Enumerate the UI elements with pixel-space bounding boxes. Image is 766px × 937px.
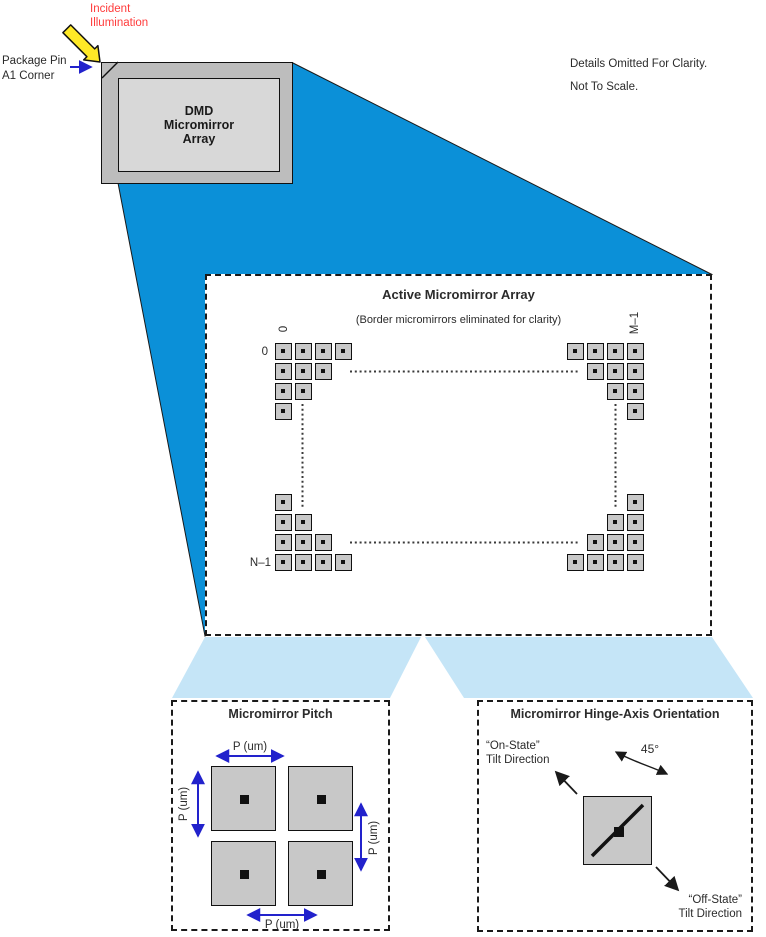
dmd-die: DMD Micromirror Array: [118, 78, 280, 172]
package-pin-label: Package Pin A1 Corner: [2, 54, 67, 84]
on-state-line2: Tilt Direction: [486, 753, 550, 766]
incident-line1: Incident: [90, 3, 131, 15]
off-state-line2: Tilt Direction: [678, 907, 742, 920]
incident-illumination-label: Incident Illumination: [90, 2, 148, 30]
off-state-label: “Off-State” Tilt Direction: [642, 894, 742, 921]
pitch-box-title: Micromirror Pitch: [228, 707, 333, 721]
row-index-top: 0: [261, 346, 268, 358]
incident-line2: Illumination: [90, 17, 149, 29]
via-dot: [614, 827, 624, 837]
pitch-mirror-square: [288, 841, 353, 906]
angle-label: 45°: [640, 742, 660, 756]
on-state-line1: “On-State”: [486, 740, 540, 752]
hinge-box-title: Micromirror Hinge-Axis Orientation: [510, 707, 720, 721]
row-index-bottom: N–1: [249, 557, 271, 569]
pitch-label-top: P (um): [232, 741, 268, 753]
die-label-line2: Micromirror: [163, 118, 235, 132]
via-dot: [240, 795, 249, 804]
zoom-funnel-left: [172, 637, 421, 698]
pitch-mirror-square: [211, 766, 276, 831]
via-dot: [240, 870, 249, 879]
via-dot: [317, 795, 326, 804]
on-state-label: “On-State” Tilt Direction: [486, 740, 549, 767]
col-index-left: 0: [278, 325, 290, 333]
details-line2: Not To Scale.: [570, 81, 639, 93]
via-dot: [317, 870, 326, 879]
pitch-mirror-square: [288, 766, 353, 831]
array-box-title: Active Micromirror Array: [382, 287, 535, 302]
details-note: Details Omitted For Clarity. Not To Scal…: [570, 53, 707, 99]
col-index-right: M–1: [629, 311, 641, 335]
package-pin-line1: Package Pin: [2, 55, 67, 67]
incident-illumination-arrow: [62, 24, 101, 63]
die-label: DMD Micromirror Array: [164, 104, 234, 146]
pitch-label-right: P (um): [368, 820, 380, 856]
zoom-funnel-right: [425, 637, 753, 698]
details-line1: Details Omitted For Clarity.: [570, 58, 708, 70]
pitch-mirror-square: [211, 841, 276, 906]
pitch-label-bottom: P (um): [264, 919, 300, 931]
pitch-label-left: P (um): [178, 786, 190, 822]
pitch-box: [171, 700, 390, 931]
hinge-mirror-square: [583, 796, 652, 865]
off-state-line1: “Off-State”: [688, 894, 742, 906]
die-label-line3: Array: [182, 132, 216, 146]
die-label-line1: DMD: [184, 104, 214, 118]
package-pin-line2: A1 Corner: [2, 70, 55, 82]
